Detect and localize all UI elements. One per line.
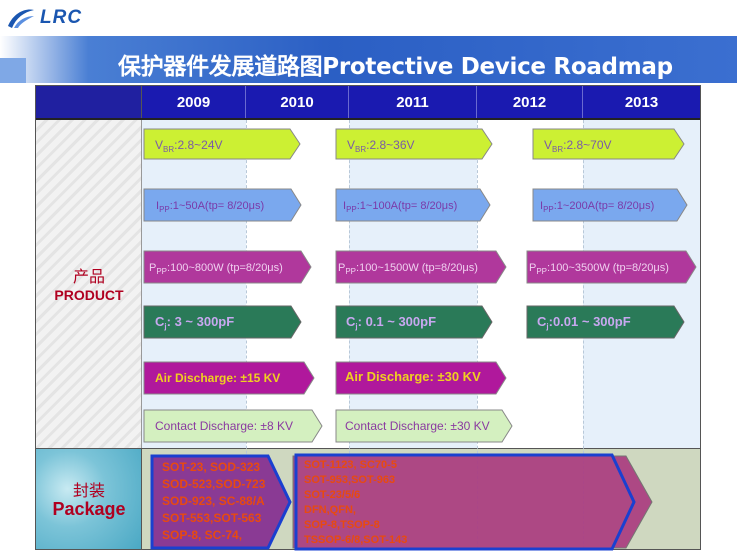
- air-label-1: Air Discharge: ±15 KV: [155, 371, 281, 385]
- year-header-row: 2009 2010 2011 2012 2013: [36, 86, 700, 120]
- year-2012: 2012: [477, 86, 583, 118]
- ppp-label-2: PPP:100~1500W (tp=8/20μs): [338, 262, 478, 276]
- ppp-label-1: PPP:100~800W (tp=8/20μs): [149, 262, 283, 276]
- package-label-cn: 封装: [72, 481, 105, 500]
- package-item: SOP-8, SC-74,: [162, 528, 243, 542]
- package-item: SOT-23/5/6: [304, 489, 361, 501]
- contact-arrow-2: [335, 409, 513, 443]
- package-item: TSSOP-6/8,SOT-143: [304, 534, 408, 546]
- vbr-label-2: VBR:2.8~36V: [347, 138, 415, 154]
- contact-label-2: Contact Discharge: ±30 KV: [345, 419, 490, 433]
- title-tab-decoration: [0, 58, 26, 83]
- ipp-label-2: IPP:1~100A(tp= 8/20μs): [343, 200, 458, 214]
- ipp-label-1: IPP:1~50A(tp= 8/20μs): [156, 200, 265, 214]
- package-item: SOP-8,TSOP-8: [304, 519, 380, 531]
- year-2010: 2010: [246, 86, 349, 118]
- band-2013: [583, 120, 700, 448]
- package-item: SOT-953,SOT-963: [304, 474, 396, 486]
- ppp-arrow-3: [526, 250, 697, 284]
- ppp-arrow-2: [335, 250, 507, 284]
- product-label-cn: 产品: [72, 267, 105, 286]
- year-2011: 2011: [349, 86, 477, 118]
- air-arrow-1: [143, 361, 315, 395]
- vbr-label-3: VBR:2.8~70V: [544, 138, 612, 154]
- cj-arrow-3: [526, 305, 685, 339]
- package-arrow-2: [294, 453, 636, 551]
- cj-label-3: Cj:0.01 ~ 300pF: [537, 314, 631, 332]
- package-label-cell: 封装 Package: [36, 448, 142, 549]
- package-item: DFN,QFN,: [304, 504, 356, 516]
- vbr-arrow-1: [143, 128, 301, 160]
- title-bar: 保护器件发展道路图Protective Device Roadmap: [0, 36, 737, 83]
- year-2013: 2013: [583, 86, 700, 118]
- ipp-arrow-1: [143, 188, 302, 222]
- page-title: 保护器件发展道路图Protective Device Roadmap: [118, 54, 673, 80]
- air-label-2: Air Discharge: ±30 KV: [345, 369, 481, 384]
- cj-label-1: Cj: 3 ~ 300pF: [155, 314, 235, 332]
- package-arrow-1: [150, 454, 292, 550]
- air-arrow-2: [335, 361, 507, 395]
- header-corner: [36, 86, 142, 118]
- package-label-en: Package: [52, 499, 126, 519]
- package-item: SOD-923, SC-88/A: [162, 494, 265, 508]
- cj-arrow-2: [335, 305, 493, 339]
- product-label-en: PRODUCT: [54, 287, 124, 303]
- vbr-arrow-3: [532, 128, 685, 160]
- cj-label-2: Cj: 0.1 ~ 300pF: [346, 314, 437, 332]
- logo-text: LRC: [40, 7, 83, 28]
- vbr-arrow-2: [335, 128, 493, 160]
- cj-arrow-1: [143, 305, 302, 339]
- package-item: SOD-523,SOD-723: [162, 477, 266, 491]
- ppp-label-3: PPP:100~3500W (tp=8/20μs): [529, 262, 669, 276]
- ppp-arrow-1: [143, 250, 312, 284]
- year-2009: 2009: [142, 86, 246, 118]
- contact-arrow-1: [143, 409, 323, 443]
- product-label-cell: 产品 PRODUCT: [36, 120, 142, 448]
- package-item: SOT-23, SOD-323: [162, 460, 261, 474]
- lrc-swoosh-icon: [6, 6, 36, 30]
- vbr-label-1: VBR:2.8~24V: [155, 138, 223, 154]
- ipp-arrow-3: [532, 188, 688, 222]
- ipp-label-3: IPP:1~200A(tp= 8/20μs): [540, 200, 655, 214]
- package-item: SOT-553,SOT-563: [162, 511, 262, 525]
- contact-label-1: Contact Discharge: ±8 KV: [155, 419, 293, 433]
- ipp-arrow-2: [335, 188, 491, 222]
- lrc-logo: LRC: [6, 6, 82, 30]
- package-item: SOT-1123, SC70-5: [304, 459, 397, 471]
